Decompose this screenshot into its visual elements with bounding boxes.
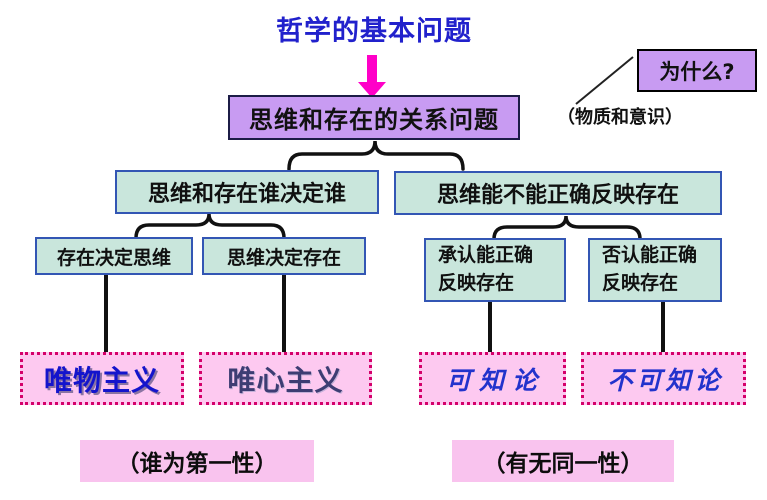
conclusion-box-idealism: 唯心主义 (199, 352, 372, 405)
option-box-being-decides-thinking: 存在决定思维 (35, 237, 193, 275)
page-title: 哲学的基本问题 (276, 15, 472, 47)
option-box-admit-reflect: 承认能正确 反映存在 (424, 238, 566, 302)
question-box-who-decides: 思维和存在谁决定谁 (115, 170, 379, 214)
question-box-can-reflect: 思维能不能正确反映存在 (394, 171, 722, 215)
brace-second-question (492, 215, 642, 241)
conclusion-box-knowable: 可知论 (419, 352, 566, 405)
conclusion-box-unknowable: 不可知论 (581, 352, 746, 405)
conclusion-box-materialism: 唯物主义 (20, 352, 184, 405)
option-line: 反映存在 (438, 272, 515, 294)
root-box: 思维和存在的关系问题 (228, 95, 520, 140)
option-line: 承认能正确 (438, 244, 534, 267)
footer-label-identity: （有无同一性） (452, 440, 674, 482)
option-box-deny-reflect: 否认能正确 反映存在 (588, 238, 722, 302)
option-box-thinking-decides-being: 思维决定存在 (202, 237, 366, 275)
why-box: 为什么? (637, 49, 757, 92)
brace-first-question (134, 213, 286, 240)
option-line: 否认能正确 (602, 244, 698, 267)
option-line: 反映存在 (602, 272, 679, 294)
note-label: （物质和意识） (557, 107, 683, 128)
why-pointer-line (575, 56, 634, 105)
down-arrow-icon (358, 55, 386, 98)
footer-label-first-nature: （谁为第一性） (80, 440, 314, 482)
brace-root (287, 140, 465, 171)
